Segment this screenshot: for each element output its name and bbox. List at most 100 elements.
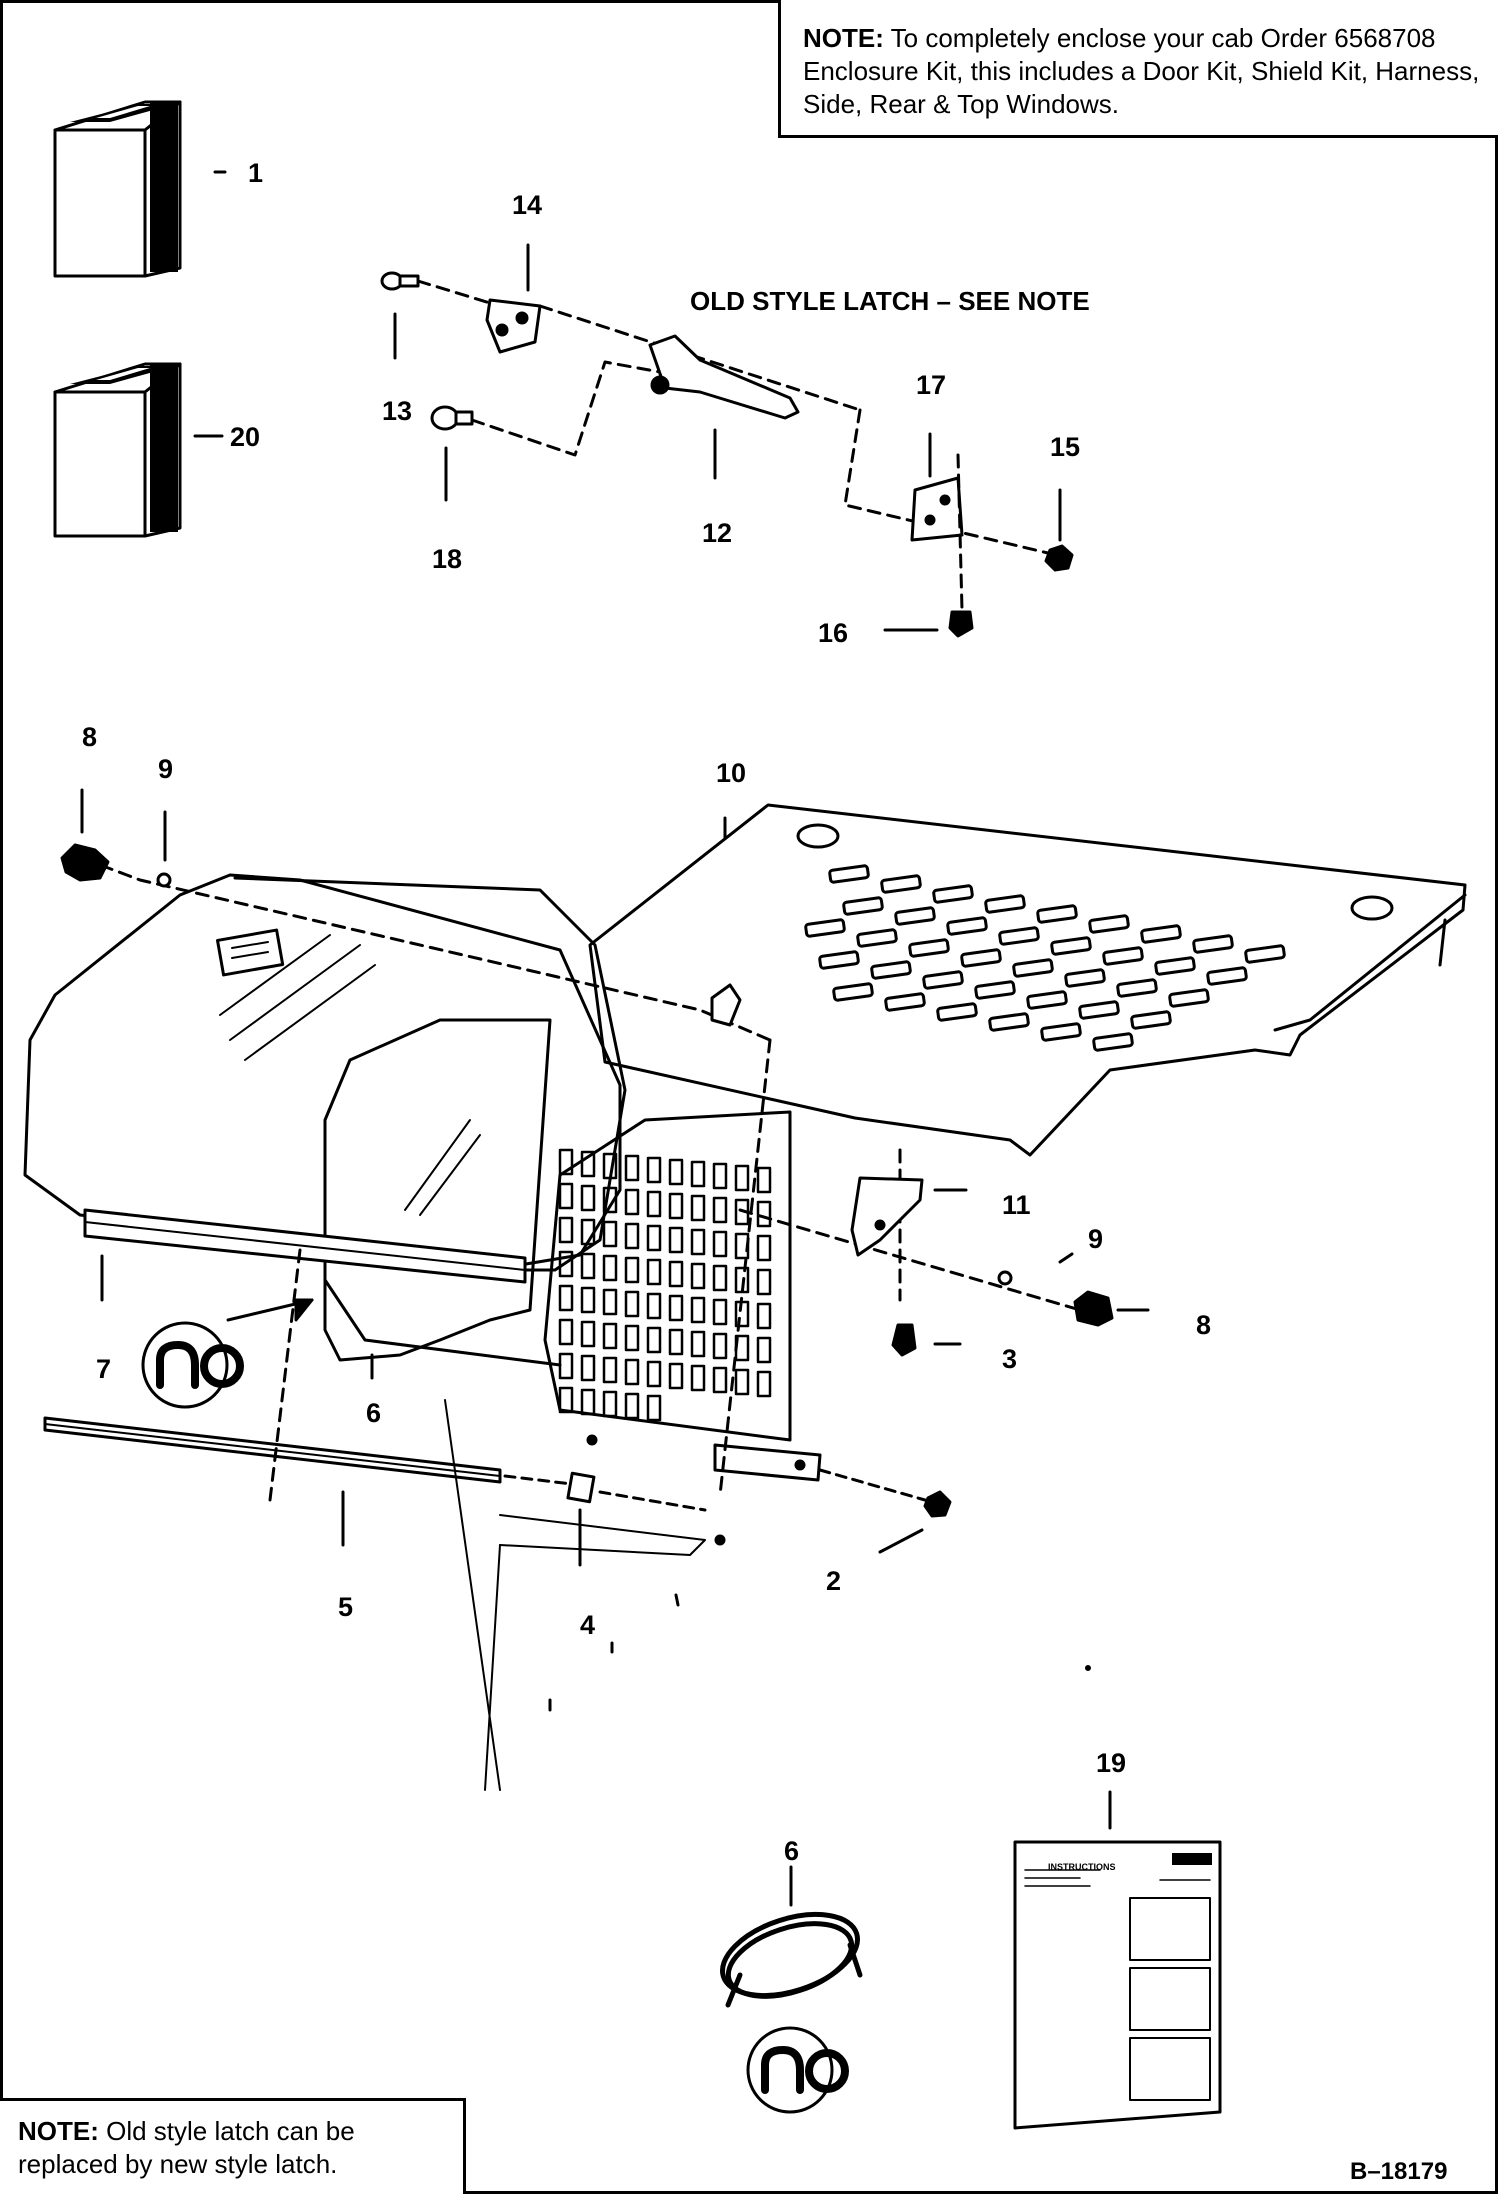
roof-vent-slot — [1026, 990, 1068, 1010]
roof-vent-slot — [1088, 914, 1130, 934]
roof-vent-slot — [884, 992, 926, 1012]
mesh-slot — [646, 1394, 662, 1422]
mesh-slot — [624, 1358, 640, 1386]
mesh-slot — [558, 1250, 574, 1278]
mesh-slot — [624, 1392, 640, 1420]
mesh-slot — [646, 1156, 662, 1184]
roof-vent-slot — [988, 1012, 1030, 1032]
lower-hinge-bar — [43, 1399, 952, 1791]
roof-vent-slot — [842, 896, 884, 916]
callout-15: 15 — [1050, 432, 1081, 462]
part-1-kit-box — [53, 100, 182, 278]
note-latch-replacement-label: NOTE: — [18, 2116, 99, 2146]
roof-vent-slot — [818, 950, 860, 970]
note-enclosure-kit: NOTE: To completely enclose your cab Ord… — [778, 0, 1498, 138]
instructions-sheet-title: INSTRUCTIONS — [1048, 1862, 1116, 1872]
callout-8-right: 8 — [1196, 1310, 1212, 1340]
mesh-slot — [756, 1200, 772, 1228]
mesh-slot — [558, 1216, 574, 1244]
old-style-latch-heading: OLD STYLE LATCH – SEE NOTE — [690, 286, 1090, 316]
roof-vent-slot — [960, 948, 1002, 968]
mesh-slot — [756, 1234, 772, 1262]
mesh-slot — [756, 1268, 772, 1296]
roof-vent-slot — [880, 874, 922, 894]
mesh-slot — [734, 1266, 750, 1294]
callout-7: 7 — [96, 1354, 112, 1384]
callout-10: 10 — [716, 758, 747, 788]
mesh-slot — [668, 1158, 684, 1186]
mesh-slot — [580, 1388, 596, 1416]
mesh-slot — [558, 1318, 574, 1346]
mesh-slot — [624, 1154, 640, 1182]
callout-13: 13 — [382, 396, 413, 426]
callout-3: 3 — [1002, 1344, 1018, 1374]
callout-14: 14 — [512, 190, 543, 220]
mesh-slot — [646, 1292, 662, 1320]
mount-dashed-lines — [60, 843, 1114, 1502]
callout-1: 1 — [248, 158, 264, 188]
roof-vent-slot — [1192, 934, 1234, 954]
callout-18: 18 — [432, 544, 463, 574]
roof-vent-slot — [894, 906, 936, 926]
mesh-slot — [668, 1294, 684, 1322]
old-style-latch-assembly — [380, 271, 1074, 638]
roof-vent-slot — [1116, 978, 1158, 998]
callout-12: 12 — [702, 518, 733, 548]
mesh-slot — [646, 1258, 662, 1286]
mesh-slot — [624, 1256, 640, 1284]
note-latch-replacement: NOTE: Old style latch can be replaced by… — [0, 2098, 466, 2194]
mesh-slot — [580, 1150, 596, 1178]
callout-16: 16 — [818, 618, 849, 648]
mesh-slot — [712, 1196, 728, 1224]
mesh-slot — [756, 1302, 772, 1330]
roof-vent-slot — [804, 918, 846, 938]
callout-8-left: 8 — [82, 722, 98, 752]
roof-vent-grid — [804, 864, 1286, 1052]
mesh-slot — [580, 1184, 596, 1212]
roof-vent-slot — [828, 864, 870, 884]
callout-9-right: 9 — [1088, 1224, 1104, 1254]
roof-vent-slot — [1064, 968, 1106, 988]
mesh-slot — [558, 1182, 574, 1210]
mesh-slot — [734, 1368, 750, 1396]
roof-vent-slot — [974, 980, 1016, 1000]
mesh-slot — [646, 1360, 662, 1388]
callout-leaders — [80, 170, 1150, 1907]
roof-vent-slot — [1036, 904, 1078, 924]
figure-id: B–18179 — [1350, 2158, 1448, 2185]
roof-vent-slot — [1206, 966, 1248, 986]
note-latch-replacement-text: Old style latch can be replaced by new s… — [18, 2116, 355, 2179]
callout-11: 11 — [1002, 1190, 1031, 1220]
callout-5: 5 — [338, 1592, 354, 1622]
mesh-slot — [580, 1286, 596, 1314]
cab-roof-panel — [588, 803, 1467, 1157]
callout-2: 2 — [826, 1566, 842, 1596]
callout-6-door: 6 — [366, 1398, 382, 1428]
roof-vent-slot — [1140, 924, 1182, 944]
mesh-slot — [668, 1260, 684, 1288]
roof-vent-slot — [1092, 1032, 1134, 1052]
mesh-slot — [668, 1328, 684, 1356]
roof-vent-slot — [1050, 936, 1092, 956]
callout-4: 4 — [580, 1610, 596, 1640]
mesh-slot — [712, 1162, 728, 1190]
callout-17: 17 — [916, 370, 947, 400]
mesh-slot — [558, 1284, 574, 1312]
roof-vent-slot — [936, 1002, 978, 1022]
callout-20: 20 — [230, 422, 261, 452]
roof-vent-slot — [1012, 958, 1054, 978]
mesh-slot — [602, 1390, 618, 1418]
roof-vent-slot — [1130, 1010, 1172, 1030]
roof-vent-slot — [946, 916, 988, 936]
mesh-slot — [646, 1326, 662, 1354]
mesh-slot — [624, 1290, 640, 1318]
mesh-slot — [690, 1262, 706, 1290]
mesh-slot — [690, 1160, 706, 1188]
mesh-slot — [624, 1222, 640, 1250]
mesh-slot — [558, 1386, 574, 1414]
mesh-slot — [624, 1188, 640, 1216]
mesh-slot — [668, 1226, 684, 1254]
mesh-slot — [756, 1370, 772, 1398]
mesh-slot — [734, 1164, 750, 1192]
